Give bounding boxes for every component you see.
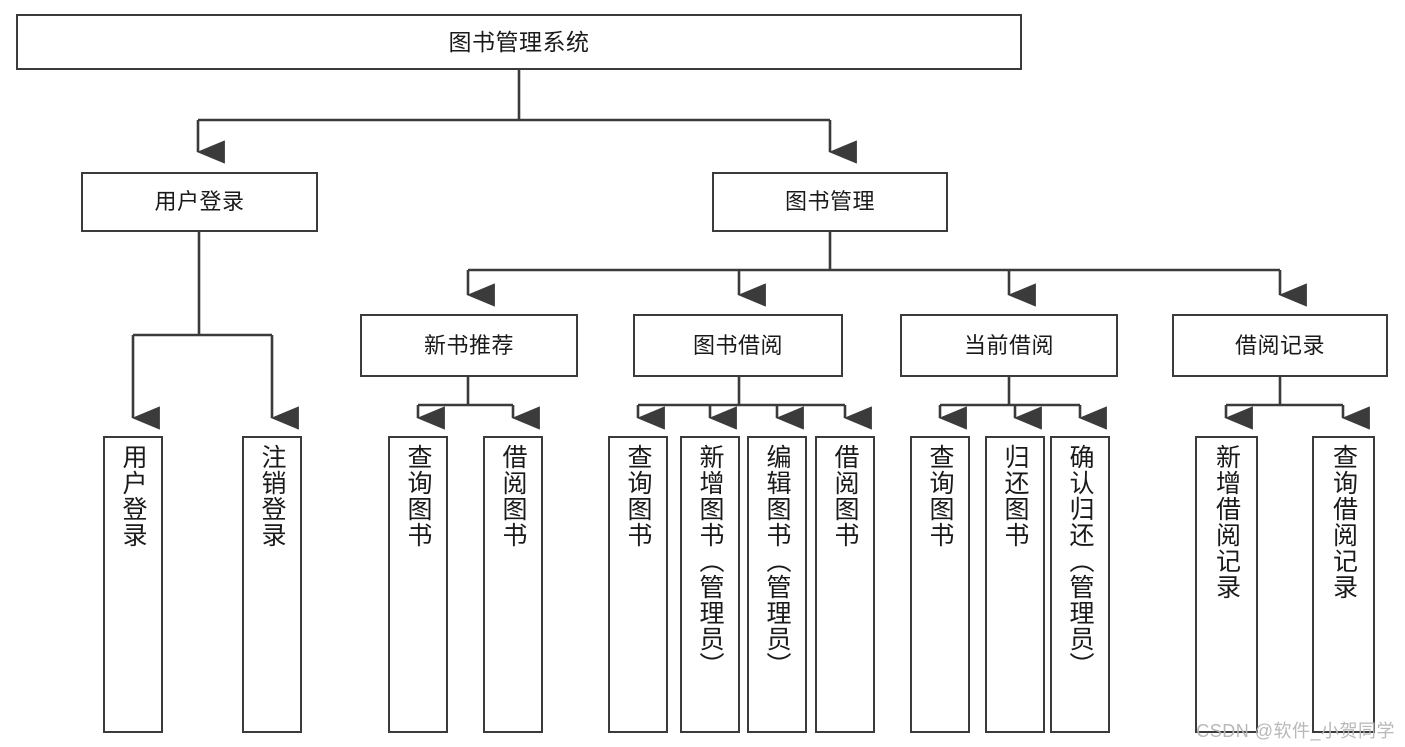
leaf-borrow-query-book[interactable]: 查询图书 xyxy=(608,436,668,733)
leaf-new-book-borrow[interactable]: 借阅图书 xyxy=(483,436,543,733)
node-label: 图书管理 xyxy=(784,189,875,215)
node-label: 借阅图书 xyxy=(499,444,527,548)
node-new-book-recommend[interactable]: 新书推荐 xyxy=(360,314,578,377)
node-label: 注销登录 xyxy=(258,444,286,548)
leaf-new-book-query[interactable]: 查询图书 xyxy=(388,436,448,733)
node-book-borrow[interactable]: 图书借阅 xyxy=(633,314,843,377)
node-book-management[interactable]: 图书管理 xyxy=(712,172,948,232)
leaf-borrow-borrow-book[interactable]: 借阅图书 xyxy=(815,436,875,733)
node-user-login[interactable]: 用户登录 xyxy=(81,172,318,232)
node-label: 查询图书 xyxy=(404,444,432,548)
node-label: 用户登录 xyxy=(154,189,245,215)
leaf-current-query-book[interactable]: 查询图书 xyxy=(910,436,970,733)
node-label: 新书推荐 xyxy=(423,332,514,358)
node-label: 图书管理系统 xyxy=(448,28,590,55)
node-label: 用户登录 xyxy=(119,444,147,548)
leaf-user-login-login[interactable]: 用户登录 xyxy=(103,436,163,733)
node-label: 新增借阅记录 xyxy=(1212,444,1241,600)
leaf-records-add-record[interactable]: 新增借阅记录 xyxy=(1195,436,1258,733)
node-label: 归还图书 xyxy=(1001,444,1029,548)
node-borrow-records[interactable]: 借阅记录 xyxy=(1172,314,1388,377)
node-label: 借阅记录 xyxy=(1234,332,1325,358)
leaf-current-confirm-return[interactable]: 确认归还（管理员） xyxy=(1050,436,1110,733)
leaf-current-return-book[interactable]: 归还图书 xyxy=(985,436,1045,733)
node-current-borrow[interactable]: 当前借阅 xyxy=(900,314,1118,377)
node-label: 查询借阅记录 xyxy=(1329,444,1358,600)
leaf-user-login-logout[interactable]: 注销登录 xyxy=(242,436,302,733)
node-label: 确认归还（管理员） xyxy=(1066,444,1094,678)
node-label: 查询图书 xyxy=(926,444,954,548)
node-label: 编辑图书（管理员） xyxy=(763,444,791,678)
node-root-system[interactable]: 图书管理系统 xyxy=(16,14,1022,70)
node-label: 图书借阅 xyxy=(692,332,783,358)
watermark-text: CSDN @软件_小贺同学 xyxy=(1196,721,1395,741)
leaf-records-query-record[interactable]: 查询借阅记录 xyxy=(1312,436,1375,733)
node-label: 查询图书 xyxy=(624,444,652,548)
node-label: 当前借阅 xyxy=(963,332,1054,358)
leaf-borrow-edit-book[interactable]: 编辑图书（管理员） xyxy=(747,436,807,733)
node-label: 借阅图书 xyxy=(831,444,859,548)
node-label: 新增图书（管理员） xyxy=(696,444,724,678)
leaf-borrow-add-book[interactable]: 新增图书（管理员） xyxy=(680,436,740,733)
